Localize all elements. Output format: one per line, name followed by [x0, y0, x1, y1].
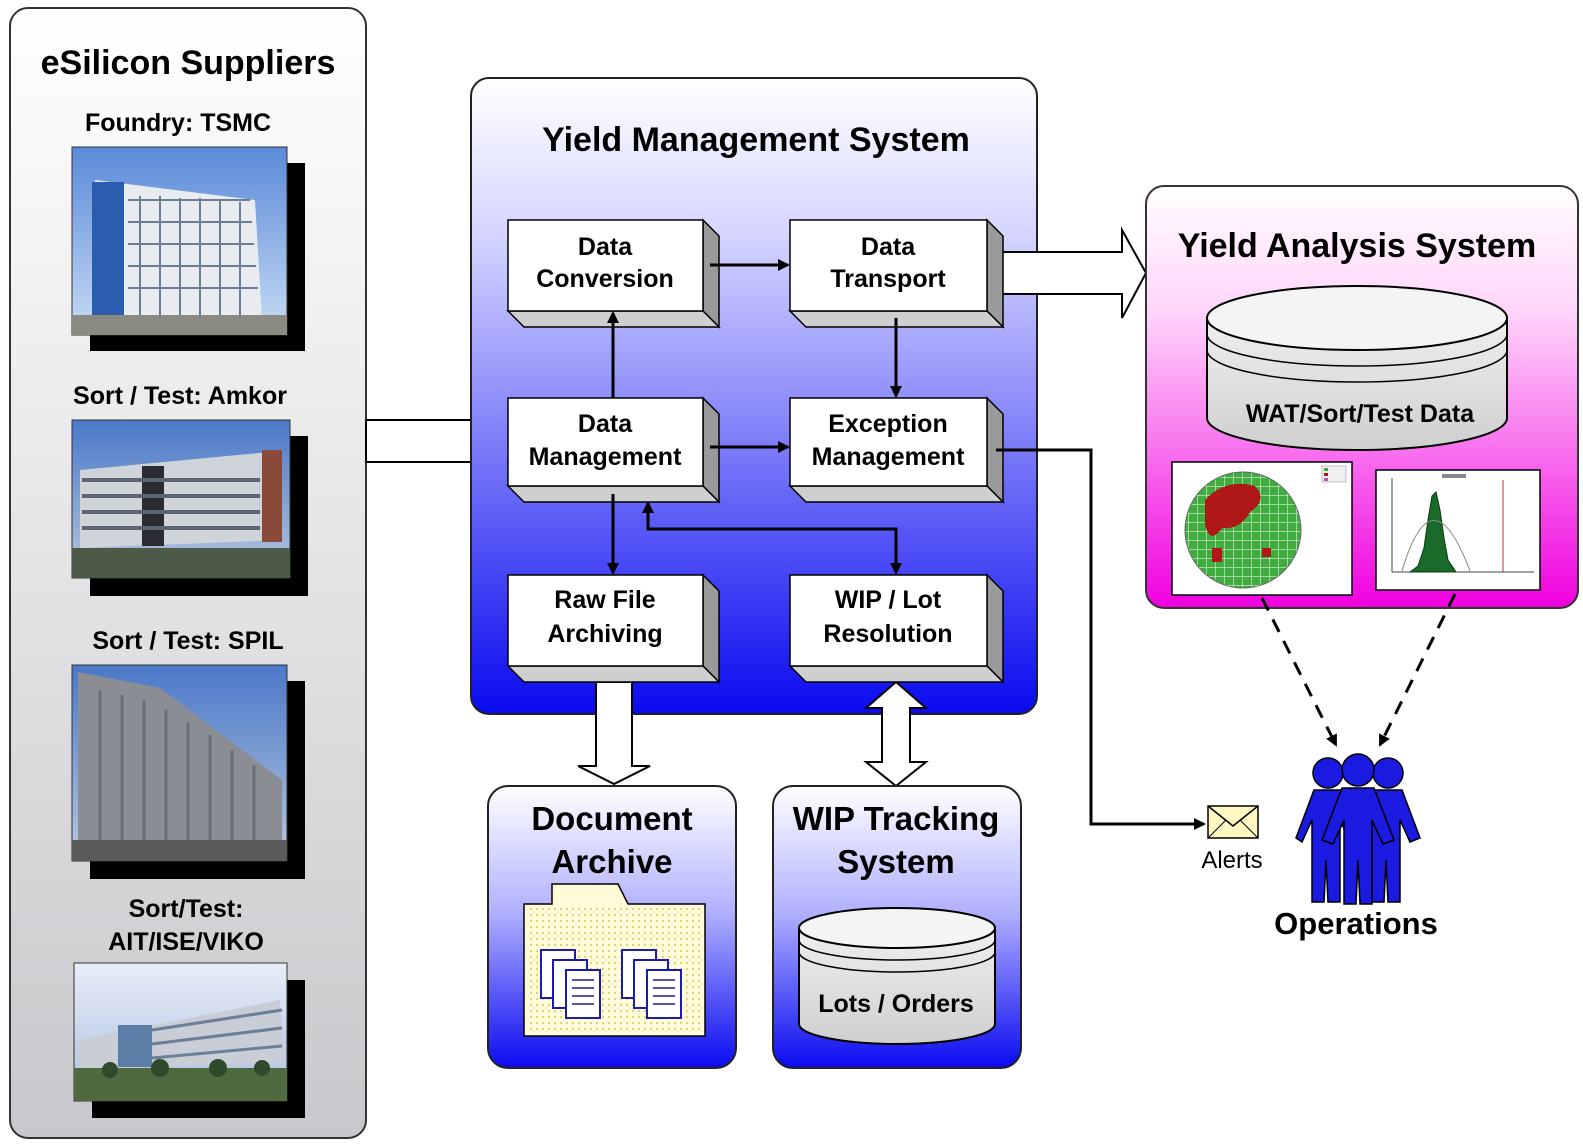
suppliers-title: eSilicon Suppliers [41, 44, 336, 82]
histogram-thumbnail [1375, 469, 1541, 591]
box-label: Archiving [547, 620, 662, 648]
supplier-label: AIT/ISE/VIKO [108, 928, 264, 956]
wip-tracking-title: WIP Tracking [793, 800, 1000, 837]
supplier-label: Sort / Test: Amkor [73, 382, 287, 410]
operations-label: Operations [1274, 906, 1438, 941]
box-label: Data [578, 233, 633, 261]
suppliers-panel: eSilicon Suppliers Foundry: TSMC Sort / … [9, 7, 367, 1139]
folder-icon [523, 883, 706, 1037]
operations: Operations [1274, 753, 1438, 941]
wat-sort-test-database: WAT/Sort/Test Data [1206, 285, 1508, 451]
box-data-transport: Data Transport [788, 218, 1005, 329]
report-arrows [1260, 593, 1457, 747]
supplier-spil: Sort / Test: SPIL [71, 627, 305, 879]
alerts-label: Alerts [1201, 847, 1262, 874]
people-icon [1295, 753, 1421, 905]
box-data-management: Data Management [506, 396, 721, 504]
supplier-tsmc: Foundry: TSMC [71, 109, 305, 351]
database-label: WAT/Sort/Test Data [1246, 400, 1475, 428]
arrow-wip-to-management [642, 501, 896, 531]
wip-tracking-title: System [837, 843, 954, 880]
lots-orders-database: Lots / Orders [798, 907, 996, 1045]
document-archive-title: Document [531, 800, 692, 837]
supplier-label: Sort/Test: [129, 895, 244, 923]
box-label: Conversion [536, 265, 674, 293]
alerts: Alerts [1201, 805, 1263, 874]
box-wip-lot-resolution: WIP / Lot Resolution [788, 573, 1005, 684]
ait-building-photo [73, 962, 288, 1102]
arrow-exception-to-alerts [996, 448, 1206, 830]
box-label: Exception [828, 410, 947, 438]
foundry-building-photo [71, 146, 288, 336]
yas-title: Yield Analysis System [1178, 227, 1536, 265]
box-raw-file-archiving: Raw File Archiving [506, 573, 721, 684]
envelope-icon [1207, 805, 1259, 839]
document-archive-title: Archive [551, 843, 672, 880]
yms-connectors [607, 259, 1206, 830]
supplier-amkor: Sort / Test: Amkor [71, 382, 308, 596]
document-archive-panel: Document Archive [487, 785, 737, 1069]
box-label: Data [861, 233, 916, 261]
yas-panel: Yield Analysis System WAT/Sort/Test Data [1145, 185, 1579, 609]
box-label: Management [812, 443, 965, 471]
wip-tracking-panel: WIP Tracking System Lots / Orders [772, 785, 1022, 1069]
box-exception-management: Exception Management [788, 396, 1005, 504]
transport-output-arrow [1001, 226, 1148, 319]
amkor-building-photo [71, 419, 291, 579]
box-label: WIP / Lot [835, 586, 942, 614]
archive-arrow [577, 681, 651, 786]
database-label: Lots / Orders [818, 990, 974, 1018]
box-data-conversion: Data Conversion [506, 218, 721, 329]
yms-title: Yield Management System [542, 121, 970, 159]
supplier-label: Sort / Test: SPIL [92, 627, 283, 655]
box-label: Resolution [823, 620, 952, 648]
spil-building-photo [71, 664, 288, 862]
wafer-map-thumbnail [1171, 461, 1353, 596]
supplier-label: Foundry: TSMC [85, 109, 271, 137]
box-label: Transport [830, 265, 946, 293]
box-label: Management [529, 443, 682, 471]
supplier-ait: Sort/Test: AIT/ISE/VIKO [73, 895, 305, 1118]
box-label: Data [578, 410, 633, 438]
box-label: Raw File [554, 586, 656, 614]
